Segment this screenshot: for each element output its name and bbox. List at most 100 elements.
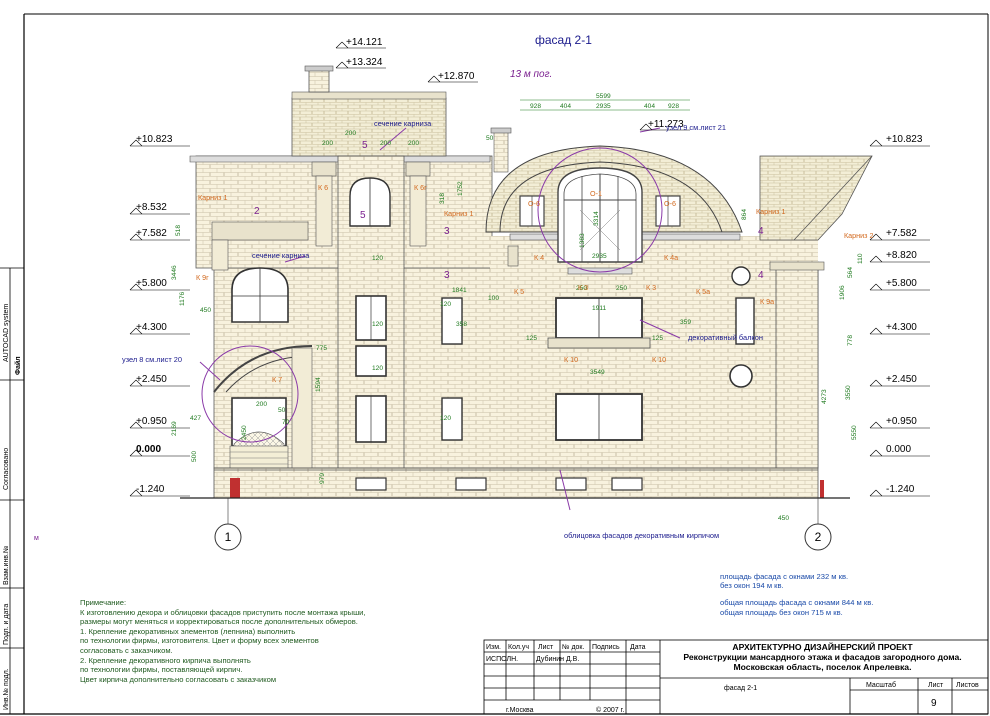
cornice-label: Карниз 1	[198, 193, 227, 202]
level-right: -1.240	[886, 484, 915, 495]
dimension-label: 70	[282, 419, 290, 426]
section-mark: 4	[758, 270, 764, 281]
project-title-block: АРХИТЕКТУРНО ДИЗАЙНЕРСКИЙ ПРОЕКТ Реконст…	[660, 642, 985, 672]
dimension-label: 450	[200, 307, 211, 314]
node8-circle	[201, 345, 299, 443]
project-location: Московская область, поселок Апрелевка.	[733, 662, 912, 672]
ground-wall	[213, 261, 819, 469]
notes-block: Примечание: К изготовлению декора и обли…	[80, 598, 410, 684]
level-right: 0.000	[886, 444, 911, 455]
dimension-label: 778	[847, 335, 854, 346]
section-mark: 5	[362, 140, 368, 151]
tb-header: Кол.уч	[508, 644, 529, 651]
element-tags: К 6 К 6г К 9г К 7 К 4 К 5 К 3 К 3 К 4а К…	[196, 183, 873, 384]
dimension-label: 200	[345, 130, 356, 137]
notes-line: Цвет кирпича дополнительно согласовать с…	[80, 674, 277, 684]
section-marks: 2 5 5 3 3 4 4	[254, 140, 764, 281]
element-tag: О-1	[590, 189, 602, 198]
entry-stairs	[229, 445, 289, 469]
dimension-label: 200	[322, 140, 333, 147]
callouts: сечение карниза сечение карниза узел 9 с…	[122, 119, 763, 540]
tb-sheets-label: Листов	[956, 682, 979, 689]
dimension-label: 120	[372, 255, 383, 262]
section-mark: 2	[254, 206, 260, 217]
cornice-label: Карниз 1	[756, 207, 785, 216]
dimension-label: 564	[847, 267, 854, 278]
plinth	[213, 467, 819, 499]
notes-line: согласовать с заказчиком.	[80, 645, 173, 655]
tb-copyright: © 2007 г.	[596, 706, 624, 714]
dimension-label: 1841	[452, 287, 467, 294]
element-tag: К 6г	[414, 183, 427, 192]
level-left: +8.532	[136, 202, 167, 213]
stamp-mark: м	[34, 535, 39, 542]
level-left: +4.300	[136, 322, 167, 333]
portico-arch	[213, 345, 313, 393]
tb-author: Дубинин Д.В.	[536, 655, 579, 663]
tb-header: Подпись	[592, 644, 620, 651]
dimension-label: 318	[439, 193, 446, 204]
dimension-label: 404	[644, 103, 655, 110]
chimney	[308, 69, 330, 93]
dimension-label: 3446	[171, 265, 178, 280]
section-mark: 5	[360, 210, 366, 221]
dimension-label: 110	[857, 253, 864, 264]
dimension-label: 120	[372, 365, 383, 372]
dimension-label: 200	[408, 140, 419, 147]
dimension-label: 3314	[593, 211, 600, 226]
node9-circle	[537, 147, 663, 273]
dimension-label: 404	[560, 103, 571, 110]
level-left: +10.823	[136, 134, 173, 145]
dimension-label: 1752	[457, 181, 464, 196]
callout: сечение карниза	[252, 251, 310, 260]
level-top: +13.324	[346, 57, 383, 68]
dimension-label: 450	[778, 515, 789, 522]
dimension-label: 775	[316, 345, 327, 352]
dimension-label: 2935	[592, 253, 607, 260]
dimension-label: 2935	[596, 103, 611, 110]
section-mark: 3	[444, 226, 450, 237]
dimension-label: 50	[278, 407, 286, 414]
tower-window-2	[355, 345, 387, 377]
dimension-label: 2169	[171, 421, 178, 436]
notes-line: по технологии фирмы, изготовителя. Цвет …	[80, 636, 319, 646]
tb-sheet-label: Лист	[928, 682, 944, 689]
level-right: +5.800	[886, 278, 917, 289]
area-line: общая площадь без окон 715 м кв.	[720, 607, 843, 617]
dimension-label: 3549	[590, 369, 605, 376]
small-chimney	[493, 131, 509, 173]
dimension-label: 4273	[821, 389, 828, 404]
level-left: +2.450	[136, 374, 167, 385]
level-right: +2.450	[886, 374, 917, 385]
dimension-label: 358	[456, 321, 467, 328]
dimension-label: 5599	[596, 93, 611, 100]
callout: облицовка фасадов декоративным кирпичом	[564, 531, 719, 540]
dimension-label: 979	[319, 473, 326, 484]
levels-left: +10.823 +8.532 +7.582 +5.800 +4.300 +2.4…	[129, 134, 190, 497]
level-top: +11.273	[648, 119, 684, 130]
tb-city: г.Москва	[506, 707, 534, 714]
dimension-label: 125	[526, 335, 537, 342]
level-left: 0.000	[136, 444, 161, 455]
level-right: +7.582	[886, 228, 917, 239]
tb-header: Лист	[538, 644, 554, 651]
decorative-balcony	[547, 337, 651, 349]
element-tag: К 7	[272, 375, 282, 384]
element-tag: К 10	[564, 355, 578, 364]
notes-heading: Примечание:	[80, 598, 127, 607]
dimension-label: 359	[680, 319, 691, 326]
tb-scale-label: Масштаб	[866, 681, 896, 689]
callout: декоративный балкон	[688, 333, 763, 342]
stamp-agreed: Согласовано	[3, 448, 10, 490]
round-window-upper	[731, 266, 751, 286]
area-line: общая площадь фасада с окнами 844 м кв.	[720, 598, 874, 608]
element-tag: К 4	[534, 253, 544, 262]
dimension-label: 1906	[839, 285, 846, 300]
level-right: +10.823	[886, 134, 923, 145]
dimension-label: 928	[530, 103, 541, 110]
dimension-label: 518	[175, 225, 182, 236]
element-tag: К 6	[318, 183, 328, 192]
notes-line: размеры могут меняться и корректироватьс…	[80, 617, 358, 627]
element-tag: К 9а	[760, 297, 774, 306]
title-block	[483, 639, 989, 715]
